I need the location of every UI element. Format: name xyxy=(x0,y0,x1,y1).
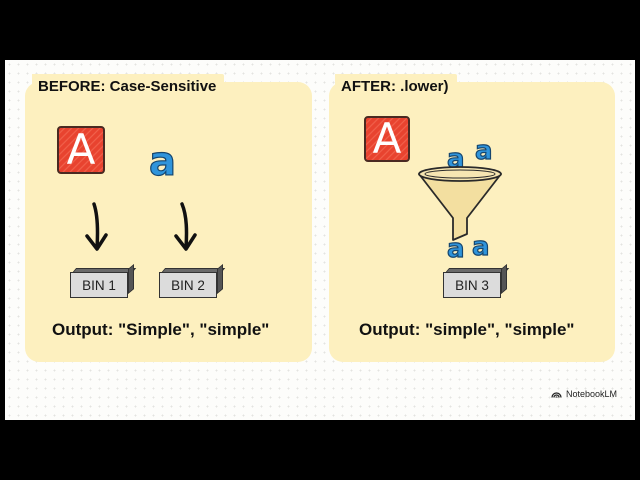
funnel-output-letter: a xyxy=(471,232,490,262)
bin-1: BIN 1 xyxy=(70,263,137,298)
before-output-text: Output: "Simple", "simple" xyxy=(52,320,270,339)
uppercase-letter: A xyxy=(372,114,402,163)
funnel-input-letter: a xyxy=(446,144,465,174)
bin-2: BIN 2 xyxy=(159,263,226,298)
before-panel-title: BEFORE: Case-Sensitive xyxy=(32,74,225,97)
brand-watermark: NotebookLM xyxy=(551,389,617,399)
down-arrow-icon xyxy=(174,202,197,251)
brand-label: NotebookLM xyxy=(565,389,617,399)
funnel-icon xyxy=(418,166,502,241)
uppercase-letter: A xyxy=(66,125,96,174)
slide: BEFORE: Case-Sensitive A a BIN 1 BIN 2 O… xyxy=(5,60,635,420)
letter-A-tile-icon: A xyxy=(57,126,105,174)
before-panel: BEFORE: Case-Sensitive A a BIN 1 BIN 2 O… xyxy=(25,74,312,362)
bin-label: BIN 1 xyxy=(70,272,128,298)
after-output-text: Output: "simple", "simple" xyxy=(359,320,575,339)
after-panel: AFTER: .lower) A a a a a BIN 3 Output: "… xyxy=(329,74,615,362)
letter-A-tile-icon: A xyxy=(364,116,410,162)
bin-label: BIN 2 xyxy=(159,272,217,298)
lowercase-letter: a xyxy=(148,139,176,185)
notebooklm-logo-icon xyxy=(551,392,562,398)
bin-label: BIN 3 xyxy=(443,272,501,298)
funnel-output-letter: a xyxy=(446,234,465,264)
funnel-input-letter: a xyxy=(474,136,493,166)
bin-3: BIN 3 xyxy=(443,263,510,298)
down-arrow-icon xyxy=(85,202,108,251)
after-panel-title: AFTER: .lower) xyxy=(335,74,457,97)
